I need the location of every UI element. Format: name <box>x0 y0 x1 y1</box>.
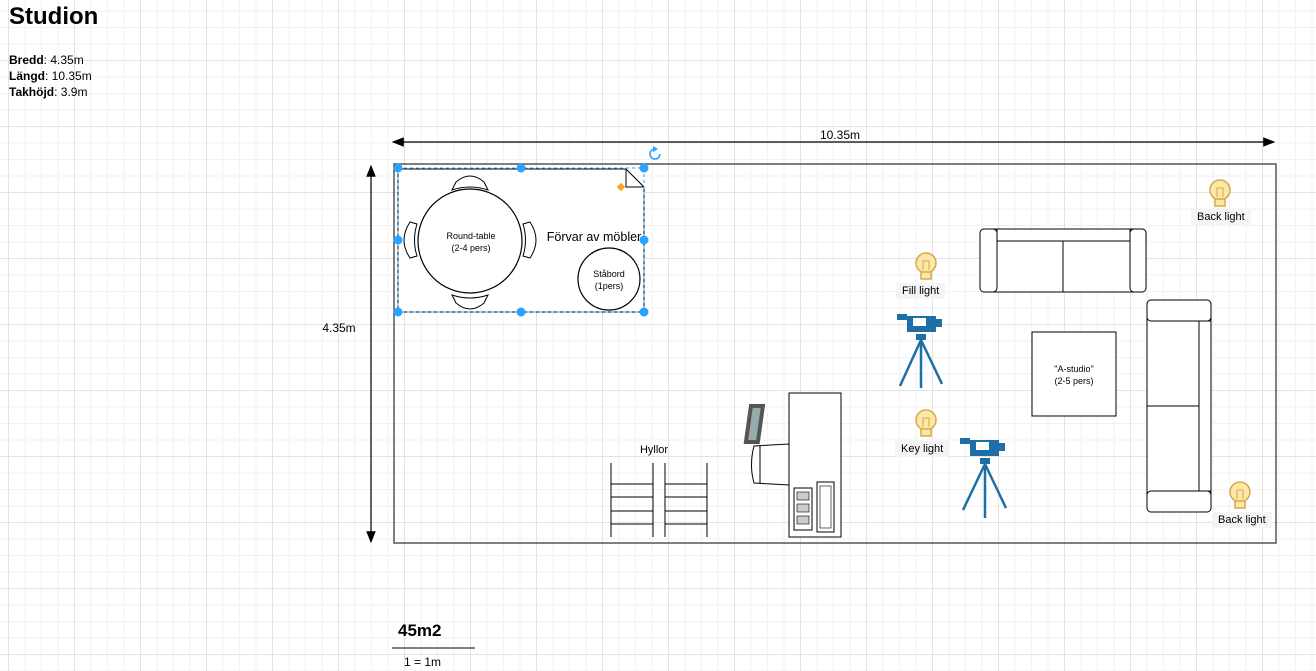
shelves-label: Hyllor <box>640 444 668 456</box>
resize-handle[interactable] <box>639 163 649 173</box>
server-rack-icon <box>793 481 835 533</box>
shelves[interactable]: Hyllor <box>610 444 708 537</box>
network-switch-icon <box>743 404 766 444</box>
width-dimension-label: 4.35m <box>322 321 355 335</box>
resize-handle[interactable] <box>639 307 649 317</box>
a-studio-label-1: "A-studio" <box>1054 364 1093 374</box>
round-table-label-1: Round-table <box>446 231 495 241</box>
camera-tripod-icon <box>897 314 944 388</box>
a-studio-label-2: (2-5 pers) <box>1054 376 1093 386</box>
back-light-bottom-label: Back light <box>1212 512 1272 528</box>
room-outline[interactable] <box>393 163 1277 544</box>
rotate-icon[interactable] <box>649 146 661 160</box>
light-bulb-icon <box>915 252 937 280</box>
sofa-right[interactable] <box>1146 299 1212 513</box>
standing-table-label-1: Ståbord <box>593 269 625 279</box>
round-table[interactable]: Round-table (2-4 pers) <box>403 175 537 310</box>
resize-handle[interactable] <box>393 235 403 245</box>
spec-width: Bredd: 4.35m <box>9 53 84 67</box>
sofa-top[interactable] <box>979 228 1147 293</box>
standing-table[interactable]: Ståbord (1pers) <box>577 247 641 311</box>
key-light[interactable] <box>915 409 937 437</box>
spec-length: Längd: 10.35m <box>9 69 92 83</box>
scale-label: 1 = 1m <box>404 655 442 669</box>
resize-handle[interactable] <box>516 307 526 317</box>
camera-2[interactable] <box>960 438 1008 518</box>
resize-handle[interactable] <box>393 307 403 317</box>
area-label: 45m2 <box>398 621 442 640</box>
camera-tripod-icon <box>960 438 1008 518</box>
length-dimension-label: 10.35m <box>820 128 860 142</box>
light-bulb-icon <box>1229 481 1251 509</box>
fill-light[interactable] <box>915 252 937 280</box>
resize-handle[interactable] <box>639 235 649 245</box>
back-light-top[interactable] <box>1209 179 1231 207</box>
round-table-label-2: (2-4 pers) <box>451 243 490 253</box>
standing-table-label-2: (1pers) <box>595 281 624 291</box>
spec-ceiling-height: Takhöjd: 3.9m <box>9 85 88 99</box>
light-bulb-icon <box>1209 179 1231 207</box>
fill-light-label: Fill light <box>896 283 946 299</box>
a-studio-table[interactable]: "A-studio" (2-5 pers) <box>1031 331 1117 417</box>
key-light-label: Key light <box>895 441 950 457</box>
desk-workstation[interactable] <box>743 392 842 538</box>
storage-label: Förvar av möbler <box>547 230 641 244</box>
light-bulb-icon <box>915 409 937 437</box>
back-light-bottom[interactable] <box>1229 481 1251 509</box>
camera-1[interactable] <box>897 314 944 388</box>
room-specs: Bredd: 4.35m Längd: 10.35m Takhöjd: 3.9m <box>9 52 92 100</box>
resize-handle[interactable] <box>516 163 526 173</box>
selection-frame[interactable] <box>393 146 661 317</box>
page-title: Studion <box>9 3 99 30</box>
resize-handle[interactable] <box>393 163 403 173</box>
back-light-top-label: Back light <box>1191 209 1251 225</box>
